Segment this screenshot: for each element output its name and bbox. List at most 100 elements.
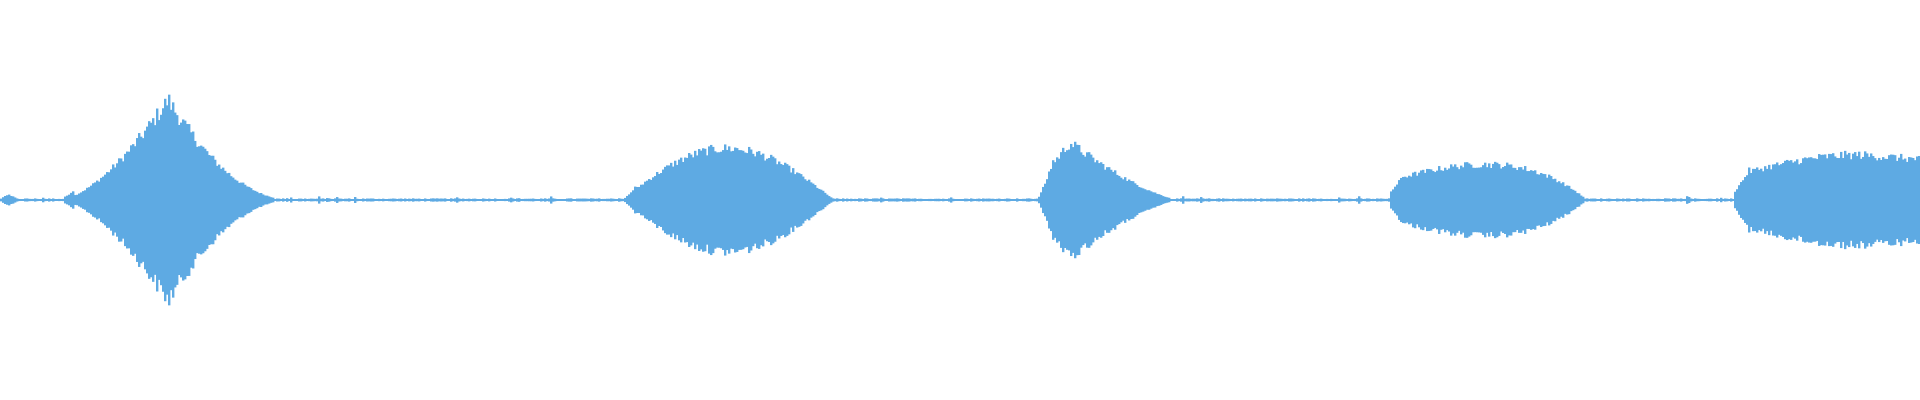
waveform-bar (1788, 160, 1791, 240)
waveform-bar (1394, 186, 1397, 214)
waveform-bar (748, 146, 751, 254)
waveform-bar (1178, 198, 1181, 202)
waveform-bar (630, 192, 633, 208)
waveform-bar (274, 199, 277, 201)
waveform-bar (1572, 189, 1575, 211)
waveform-bar (256, 191, 259, 209)
waveform-bar (890, 198, 893, 202)
waveform-bar (1172, 199, 1175, 201)
waveform-bar (510, 197, 513, 203)
waveform-bar (38, 199, 41, 201)
waveform-bar (452, 198, 455, 202)
waveform-bar (1734, 191, 1737, 209)
waveform-bar (1858, 151, 1861, 249)
waveform-bar (964, 198, 967, 202)
waveform-bar (586, 198, 589, 202)
waveform-bar (380, 199, 383, 201)
waveform-bar (2, 197, 5, 203)
waveform-bar (32, 198, 35, 202)
waveform-bar (1756, 167, 1759, 233)
waveform-bar (1750, 172, 1753, 228)
waveform-bar (1568, 185, 1571, 215)
waveform-bar (1386, 198, 1389, 202)
waveform-bar (1380, 198, 1383, 202)
waveform-bar (824, 192, 827, 208)
waveform-bar (282, 198, 285, 202)
waveform-bar (1120, 177, 1123, 223)
waveform-bar (224, 170, 227, 230)
waveform-bar (324, 199, 327, 201)
waveform-bar (1666, 198, 1669, 202)
waveform-bar (1198, 198, 1201, 202)
waveform-bar (218, 164, 221, 236)
waveform-bar (712, 146, 715, 254)
waveform-bar (322, 198, 325, 202)
waveform-bar (430, 198, 433, 202)
waveform-bar (108, 172, 111, 228)
waveform-bar (1514, 167, 1517, 233)
waveform-bar (1430, 169, 1433, 231)
waveform-bar (1200, 197, 1203, 203)
waveform-bar (1442, 170, 1445, 230)
waveform-bar (1032, 199, 1035, 201)
waveform-bar (828, 196, 831, 204)
waveform-bar (722, 150, 725, 250)
waveform-bar (1216, 198, 1219, 202)
waveform-bar (1538, 174, 1541, 226)
waveform-bar (948, 198, 951, 202)
waveform-bar (762, 153, 765, 247)
waveform-bar (1586, 198, 1589, 202)
waveform-bar (184, 120, 187, 280)
waveform-bar (902, 198, 905, 202)
waveform-bar (1166, 197, 1169, 203)
waveform-bar (1556, 182, 1559, 218)
waveform-bar (1844, 150, 1847, 250)
waveform-bar (48, 198, 51, 202)
waveform-bar (1736, 189, 1739, 211)
waveform-bar (1616, 198, 1619, 202)
waveform-bar (928, 198, 931, 202)
waveform-bar (1106, 167, 1109, 233)
waveform-bar (408, 198, 411, 202)
waveform-bar (1448, 168, 1451, 232)
waveform-bar (632, 190, 635, 210)
waveform-bar (166, 105, 169, 295)
waveform-bar (1344, 198, 1347, 202)
waveform-bar (1040, 192, 1043, 208)
waveform-bar (1140, 187, 1143, 213)
waveform-bar (814, 185, 817, 215)
waveform-bar (1824, 154, 1827, 246)
waveform-bar (74, 195, 77, 205)
waveform-bar (1268, 198, 1271, 202)
waveform-bar (1560, 183, 1563, 217)
waveform-bar (402, 199, 405, 201)
waveform-bar (1362, 199, 1365, 201)
waveform-bar (250, 188, 253, 212)
waveform-bar (1262, 198, 1265, 202)
waveform-bar (1298, 198, 1301, 202)
waveform-bar (410, 198, 413, 202)
waveform-bar (1636, 198, 1639, 202)
waveform-bar (1526, 171, 1529, 229)
waveform-bar (1426, 168, 1429, 232)
waveform-bar (1676, 198, 1679, 202)
waveform-bar (1382, 198, 1385, 202)
waveform-bar (1452, 166, 1455, 234)
waveform-bar (346, 198, 349, 202)
waveform-bar (1156, 193, 1159, 207)
waveform-bar (1524, 166, 1527, 234)
waveform-bar (1142, 188, 1145, 212)
waveform-bar (456, 197, 459, 203)
waveform-bar (1864, 151, 1867, 249)
waveform-bar (1612, 199, 1615, 201)
waveform-bar (1570, 188, 1573, 212)
waveform-bar (302, 199, 305, 201)
waveform-bar (1670, 199, 1673, 201)
waveform-bar (1440, 170, 1443, 230)
waveform-bar (852, 199, 855, 201)
waveform-bar (582, 198, 585, 202)
waveform-bar (998, 198, 1001, 202)
waveform-bar (782, 165, 785, 235)
waveform-bar (206, 151, 209, 249)
